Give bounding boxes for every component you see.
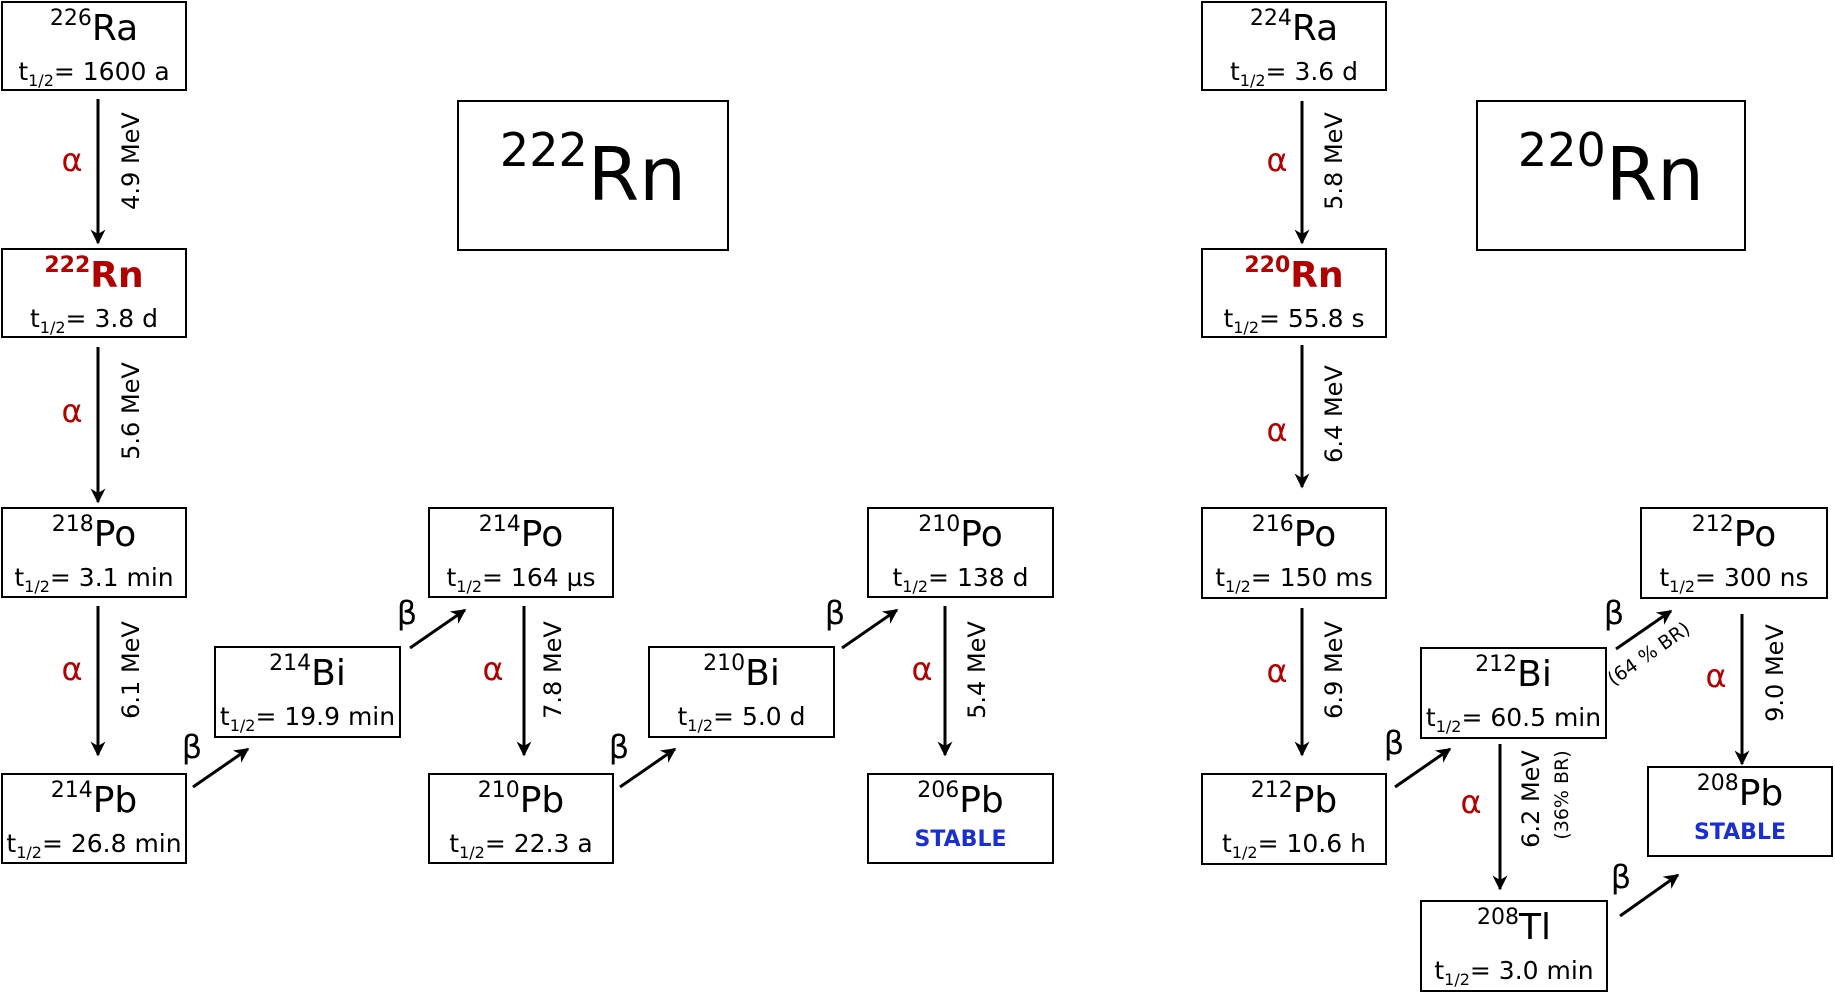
decay-type-label: α — [61, 650, 83, 688]
arrow-bi214-po214 — [409, 608, 467, 650]
decay-type-label: β — [1383, 724, 1405, 762]
decay-type-label: α — [1266, 652, 1288, 690]
decay-type-label: α — [1266, 411, 1288, 449]
decay-type-label: β — [1603, 594, 1625, 632]
arrow-bi210-po210 — [841, 608, 899, 650]
decay-type-label: α — [1705, 657, 1727, 695]
decay-type-label: α — [61, 392, 83, 430]
decay-type-label: α — [911, 650, 933, 688]
arrow-bi212-po212 — [1615, 609, 1673, 651]
rn222-chain-title: 222Rn — [457, 100, 729, 251]
arrow-pb214-bi214 — [192, 747, 250, 789]
decay-type-label: α — [1266, 141, 1288, 179]
nuclide-box-pb212: 212Pb t1/2= 10.6 h — [1201, 773, 1387, 865]
arrow-pb212-bi212 — [1394, 747, 1452, 789]
nuclide-box-ra226: 226Ra t1/2= 1600 a — [1, 1, 187, 91]
nuclide-box-bi210: 210Bi t1/2= 5.0 d — [648, 646, 835, 738]
decay-energy-label: 5.8 MeV — [1320, 112, 1348, 210]
nuclide-box-pb206: 206Pb STABLE — [867, 773, 1054, 864]
nuclide-box-bi214: 214Bi t1/2= 19.9 min — [214, 646, 401, 738]
decay-energy-label: 6.1 MeV — [117, 621, 145, 719]
decay-energy-label: 5.4 MeV — [963, 621, 991, 719]
stable-label: STABLE — [1694, 820, 1786, 845]
nuclide-box-po214: 214Po t1/2= 164 µs — [428, 507, 614, 598]
decay-energy-label: 6.9 MeV — [1320, 621, 1348, 719]
decay-type-label: β — [824, 594, 846, 632]
nuclide-box-bi212: 212Bi t1/2= 60.5 min — [1420, 647, 1607, 739]
nuclide-box-po218: 218Po t1/2= 3.1 min — [1, 507, 187, 598]
nuclide-box-pb208: 208Pb STABLE — [1647, 766, 1833, 857]
branching-ratio-label: (36% BR) — [1551, 750, 1573, 840]
arrow-tl208-pb208 — [1619, 873, 1680, 918]
decay-type-label: β — [1610, 858, 1632, 896]
nuclide-box-po212: 212Po t1/2= 300 ns — [1640, 507, 1828, 599]
nuclide-box-pb210: 210Pb t1/2= 22.3 a — [428, 773, 614, 864]
stable-label: STABLE — [914, 827, 1007, 852]
decay-energy-label: 9.0 MeV — [1761, 624, 1789, 722]
decay-energy-label: 4.9 MeV — [117, 112, 145, 210]
nuclide-box-rn220: 220Rn t1/2= 55.8 s — [1201, 248, 1387, 338]
decay-type-label: β — [396, 594, 418, 632]
decay-type-label: β — [608, 728, 630, 766]
decay-type-label: β — [181, 728, 203, 766]
nuclide-box-tl208: 208Tl t1/2= 3.0 min — [1420, 900, 1608, 992]
decay-energy-label: 6.2 MeV — [1517, 750, 1545, 848]
nuclide-box-rn222: 222Rn t1/2= 3.8 d — [1, 248, 187, 338]
decay-energy-label: 6.4 MeV — [1320, 365, 1348, 463]
decay-type-label: α — [482, 650, 504, 688]
arrow-pb210-bi210 — [619, 747, 677, 789]
nuclide-box-po210: 210Po t1/2= 138 d — [867, 507, 1054, 598]
nuclide-box-po216: 216Po t1/2= 150 ms — [1201, 507, 1387, 599]
nuclide-box-ra224: 224Ra t1/2= 3.6 d — [1201, 1, 1387, 91]
nuclide-box-pb214: 214Pb t1/2= 26.8 min — [1, 773, 187, 864]
decay-type-label: α — [61, 141, 83, 179]
decay-energy-label: 5.6 MeV — [117, 362, 145, 460]
rn220-chain-title: 220Rn — [1476, 100, 1746, 251]
decay-type-label: α — [1460, 783, 1482, 821]
decay-energy-label: 7.8 MeV — [539, 621, 567, 719]
